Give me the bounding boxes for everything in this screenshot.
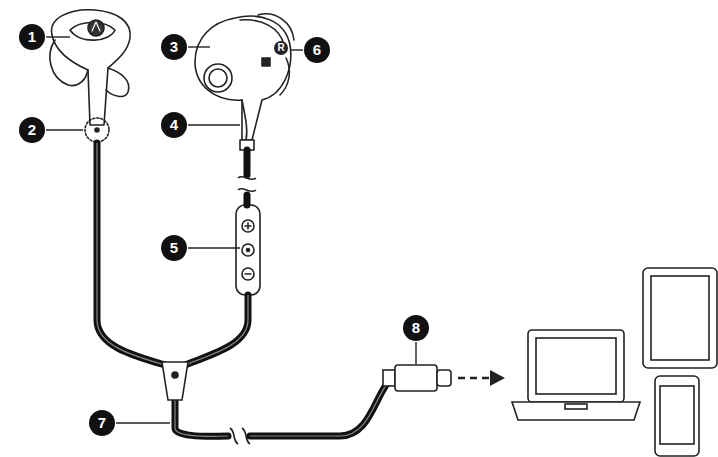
- callout-number: 6: [304, 37, 330, 63]
- side-marking: R: [274, 41, 288, 55]
- callout-number: 3: [161, 34, 187, 60]
- callout-number: 8: [403, 315, 429, 341]
- callout-number: 4: [161, 112, 187, 138]
- callout-number: 1: [19, 24, 45, 50]
- callout-number: 2: [19, 117, 45, 143]
- callout-number: 5: [161, 235, 187, 261]
- callout-number: 7: [89, 410, 115, 436]
